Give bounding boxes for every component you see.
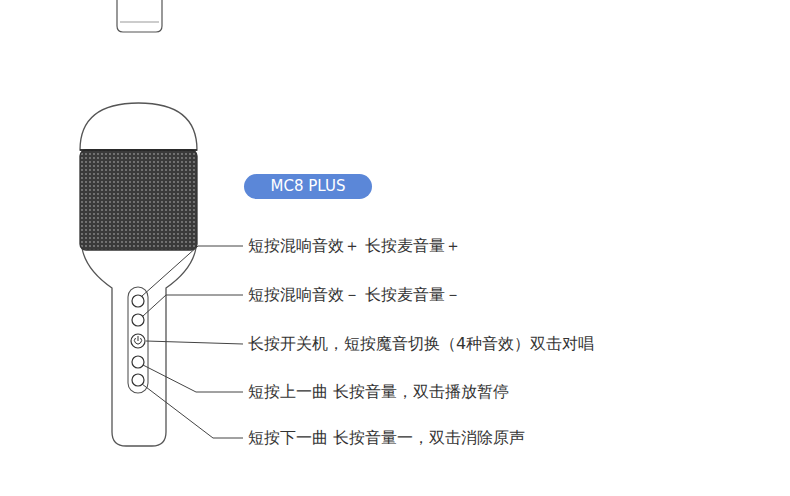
- mic-grille: [80, 150, 197, 250]
- leader-line: [142, 246, 243, 296]
- leader-line: [142, 384, 243, 438]
- button-function-label: 短按混响音效－ 长按麦音量－: [248, 285, 461, 305]
- button-function-label: 短按上一曲 长按音量，双击播放暂停: [248, 382, 509, 402]
- power-icon: [135, 336, 142, 344]
- partial-mic: [117, 0, 162, 32]
- button-effect-plus: [132, 295, 144, 307]
- button-strip: [128, 287, 148, 393]
- button-function-label: 短按混响音效＋ 长按麦音量＋: [248, 236, 461, 256]
- button-prev: [132, 356, 144, 368]
- mic-head-cap: [80, 103, 197, 150]
- mic-handle: [82, 248, 196, 446]
- model-name: MC8 PLUS: [271, 177, 346, 195]
- partial-mic-edge: [120, 22, 159, 23]
- button-power: [131, 334, 145, 348]
- leader-line: [143, 365, 243, 392]
- model-badge: MC8 PLUS: [244, 174, 372, 199]
- button-effect-minus: [132, 314, 144, 326]
- button-function-label: 短按下一曲 长按音量一，双击消除原声: [248, 428, 525, 448]
- grille-edge: [80, 149, 197, 151]
- button-function-label: 长按开关机，短按魔音切换（4种音效）双击对唱: [248, 334, 594, 354]
- leader-line: [146, 341, 243, 344]
- leader-line: [143, 295, 243, 316]
